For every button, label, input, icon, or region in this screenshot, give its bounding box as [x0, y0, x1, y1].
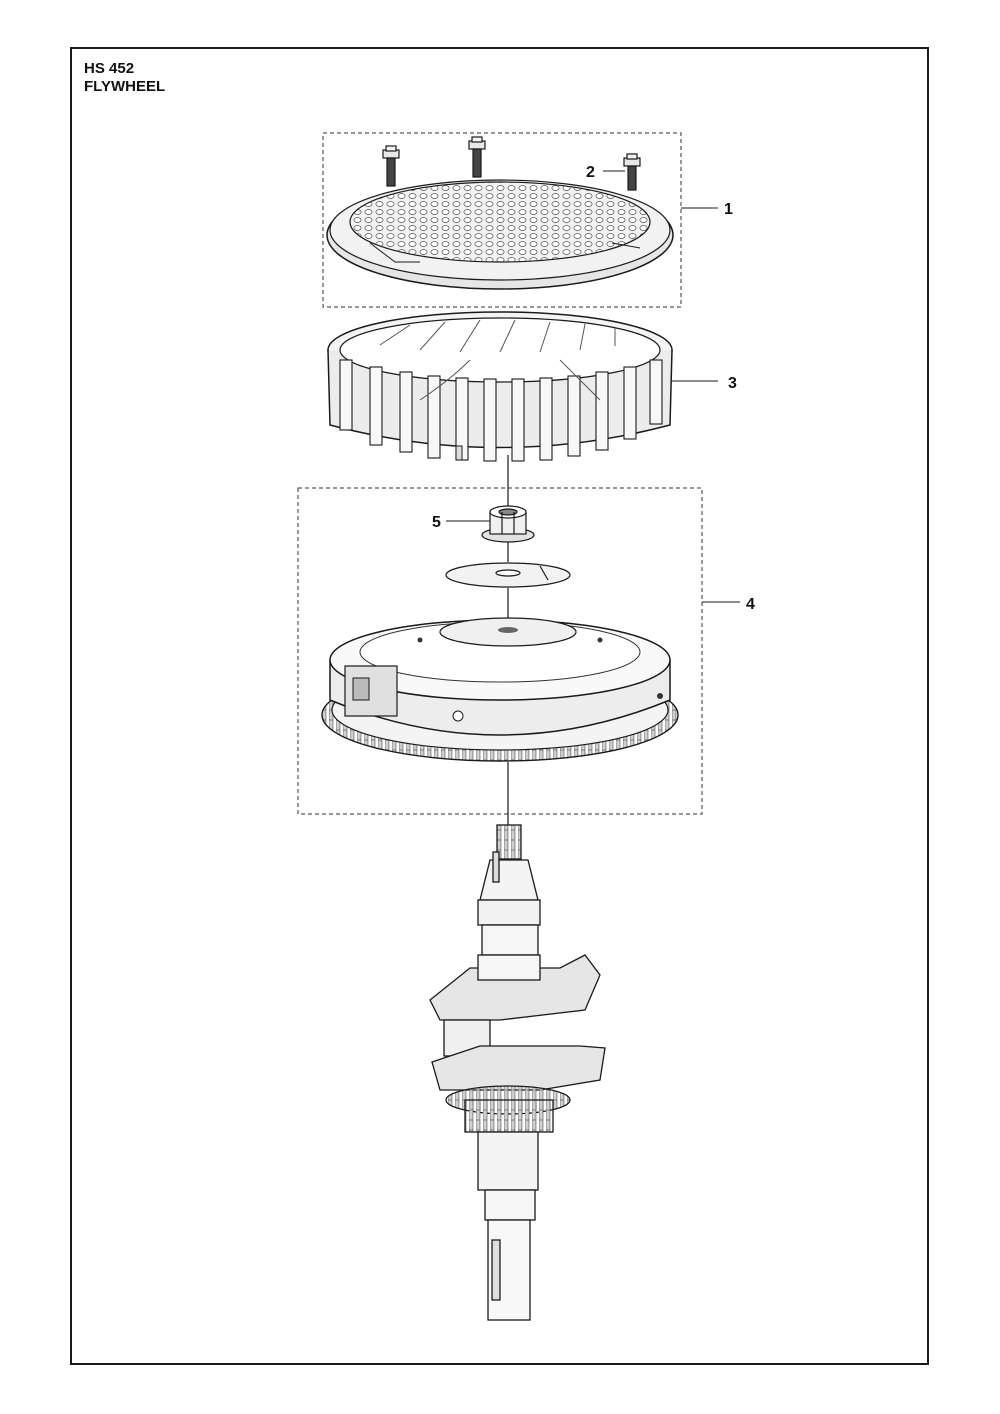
crankshaft — [429, 824, 606, 1321]
flange-bolt — [468, 136, 486, 178]
title-block: HS 452 FLYWHEEL — [84, 60, 165, 96]
callout-4: 4 — [746, 596, 755, 613]
cooling-fan — [327, 311, 673, 462]
flywheel-washer — [445, 562, 571, 588]
drawing-frame — [70, 47, 929, 1365]
callout-1: 1 — [724, 201, 733, 218]
flange-nut — [481, 505, 535, 543]
flange-bolt — [382, 145, 400, 187]
callout-5: 5 — [432, 514, 441, 531]
flywheel-screen — [326, 179, 674, 290]
group-box-item-1 — [322, 132, 682, 308]
section-title: FLYWHEEL — [84, 78, 166, 95]
flywheel — [321, 617, 679, 762]
callout-2: 2 — [586, 164, 595, 181]
group-box-item-4 — [297, 487, 703, 815]
model-title: HS 452 — [84, 60, 135, 77]
callout-3: 3 — [728, 375, 737, 392]
flange-bolt — [623, 153, 641, 191]
